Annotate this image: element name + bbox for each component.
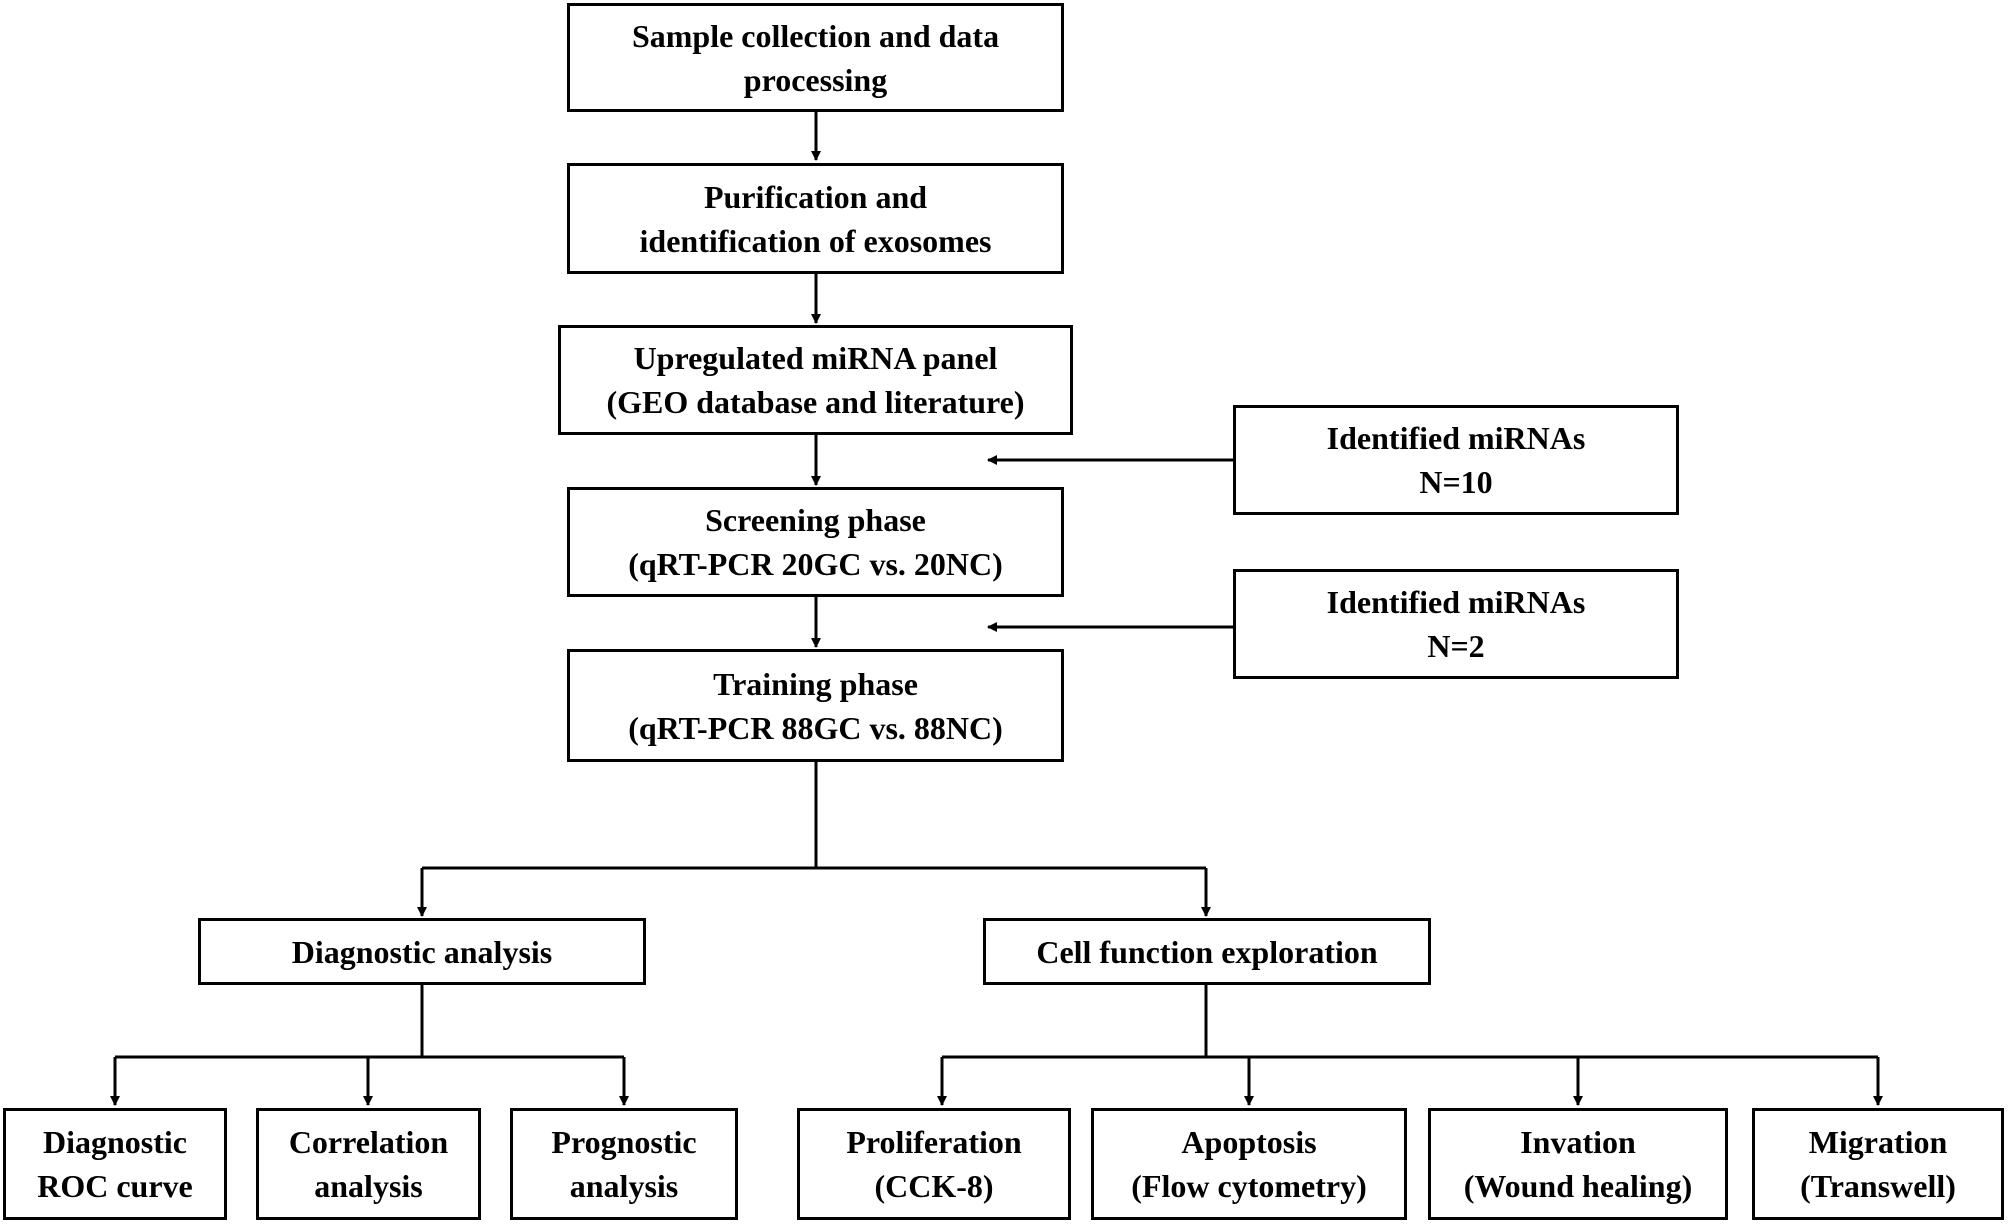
box-text-line: ROC curve [37, 1168, 193, 1204]
training-phase-box: Training phase (qRT-PCR 88GC vs. 88NC) [567, 649, 1064, 762]
proliferation-box: Proliferation (CCK-8) [797, 1108, 1071, 1220]
prognostic-analysis-box: Prognostic analysis [510, 1108, 738, 1220]
correlation-analysis-box: Correlation analysis [256, 1108, 481, 1220]
box-text-line: Correlation [288, 1124, 449, 1160]
box-text-line: (GEO database and literature) [606, 384, 1025, 420]
box-text-line: (Flow cytometry) [1131, 1168, 1367, 1204]
box-text-line: Upregulated miRNA panel [633, 340, 998, 376]
box-text-line: analysis [569, 1168, 679, 1204]
sample-collection-box: Sample collection and data processing [567, 3, 1064, 112]
identified-mirnas-2-box: Identified miRNAs N=2 [1233, 569, 1679, 679]
upregulated-mirna-box: Upregulated miRNA panel (GEO database an… [558, 325, 1073, 435]
migration-box: Migration (Transwell) [1752, 1108, 2004, 1220]
box-text-line: Diagnostic [43, 1124, 187, 1160]
invation-box: Invation (Wound healing) [1428, 1108, 1728, 1220]
box-text-line: Prognostic [551, 1124, 697, 1160]
box-text-line: Invation [1520, 1124, 1636, 1160]
cell-function-box: Cell function exploration [983, 918, 1431, 985]
box-text-line: Cell function exploration [1036, 933, 1378, 970]
box-text-line: Purification and [703, 178, 928, 215]
box-text-line: Migration [1808, 1124, 1948, 1160]
diagnostic-analysis-box: Diagnostic analysis [198, 918, 646, 985]
box-text-line: N=10 [1419, 464, 1493, 500]
box-text-line: Identified miRNAs [1326, 420, 1586, 456]
box-text-line: (qRT-PCR 88GC vs. 88NC) [628, 709, 1003, 746]
box-text-line: (qRT-PCR 20GC vs. 20NC) [628, 546, 1003, 582]
box-text-line: N=2 [1427, 628, 1485, 664]
box-text-line: Proliferation [846, 1124, 1022, 1160]
box-text-line: Screening phase [705, 502, 926, 538]
box-text-line: Sample collection and data [631, 17, 1000, 54]
apoptosis-box: Apoptosis (Flow cytometry) [1091, 1108, 1407, 1220]
box-text-line: Training phase [713, 665, 918, 702]
screening-phase-box: Screening phase (qRT-PCR 20GC vs. 20NC) [567, 487, 1064, 597]
box-text-line: Diagnostic analysis [291, 933, 553, 970]
box-text-line: (Transwell) [1800, 1168, 1956, 1204]
box-text-line: Identified miRNAs [1326, 584, 1586, 620]
box-text-line: processing [743, 61, 888, 98]
box-text-line: analysis [314, 1168, 423, 1204]
identified-mirnas-10-box: Identified miRNAs N=10 [1233, 405, 1679, 515]
purification-box: Purification and identification of exoso… [567, 163, 1064, 274]
box-text-line: identification of exosomes [639, 222, 992, 259]
diagnostic-roc-box: Diagnostic ROC curve [3, 1108, 227, 1220]
box-text-line: Apoptosis [1181, 1124, 1317, 1160]
box-text-line: (Wound healing) [1463, 1168, 1693, 1204]
box-text-line: (CCK-8) [874, 1168, 994, 1204]
